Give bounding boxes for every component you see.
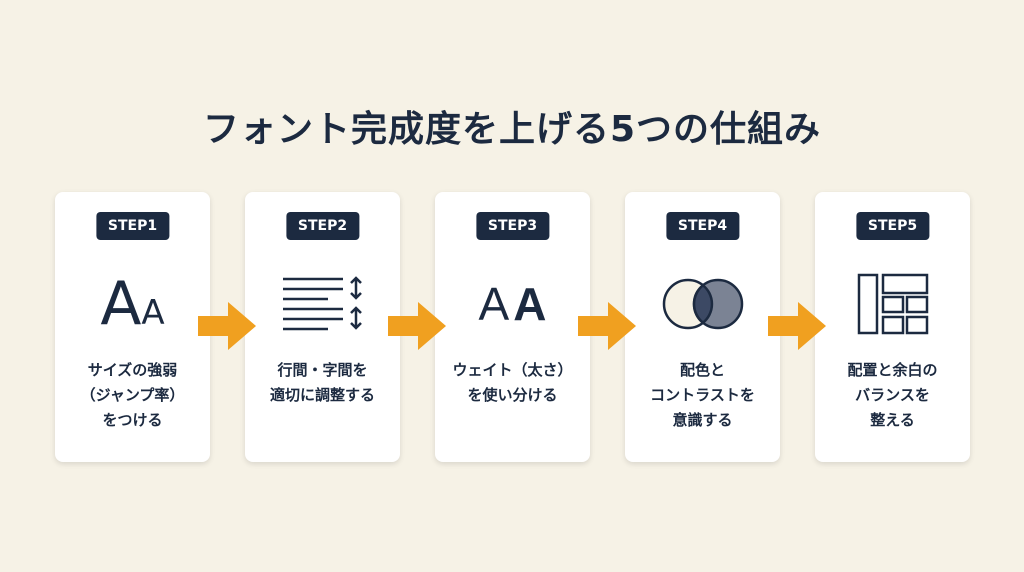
- arrow-right-icon: [768, 302, 826, 350]
- page-title: フォント完成度を上げる5つの仕組み: [202, 109, 822, 150]
- step-text: 行間・字間を 適切に調整する: [269, 361, 375, 404]
- bold-a: A: [513, 278, 547, 330]
- step-card-2: STEP2 行間・字間を 適切に調整する: [245, 192, 400, 462]
- large-a: A: [100, 269, 142, 339]
- step-text: 配置と余白の バランスを 整える: [847, 361, 938, 429]
- step-text: 配色と コントラストを 意識する: [650, 361, 755, 429]
- color-contrast-icon: [625, 272, 780, 336]
- step-badge: STEP5: [855, 212, 930, 240]
- step-text: ウェイト（太さ） を使い分ける: [452, 361, 573, 404]
- small-a: A: [141, 293, 165, 333]
- line-spacing-icon: [245, 272, 400, 336]
- layout-grid-icon: [815, 272, 970, 336]
- step-card-5: STEP5 配置と余白の バランスを 整える: [815, 192, 970, 462]
- arrow-right-icon: [198, 302, 256, 350]
- step-badge: STEP3: [475, 212, 550, 240]
- step-badge: STEP1: [95, 212, 170, 240]
- arrow-right-icon: [388, 302, 446, 350]
- light-a: A: [478, 278, 510, 330]
- step-badge: STEP4: [665, 212, 740, 240]
- step-card-4: STEP4 配色と コントラストを 意識する: [625, 192, 780, 462]
- arrow-right-icon: [578, 302, 636, 350]
- step-text: サイズの強弱 （ジャンプ率） をつける: [80, 361, 185, 429]
- step-badge: STEP2: [285, 212, 360, 240]
